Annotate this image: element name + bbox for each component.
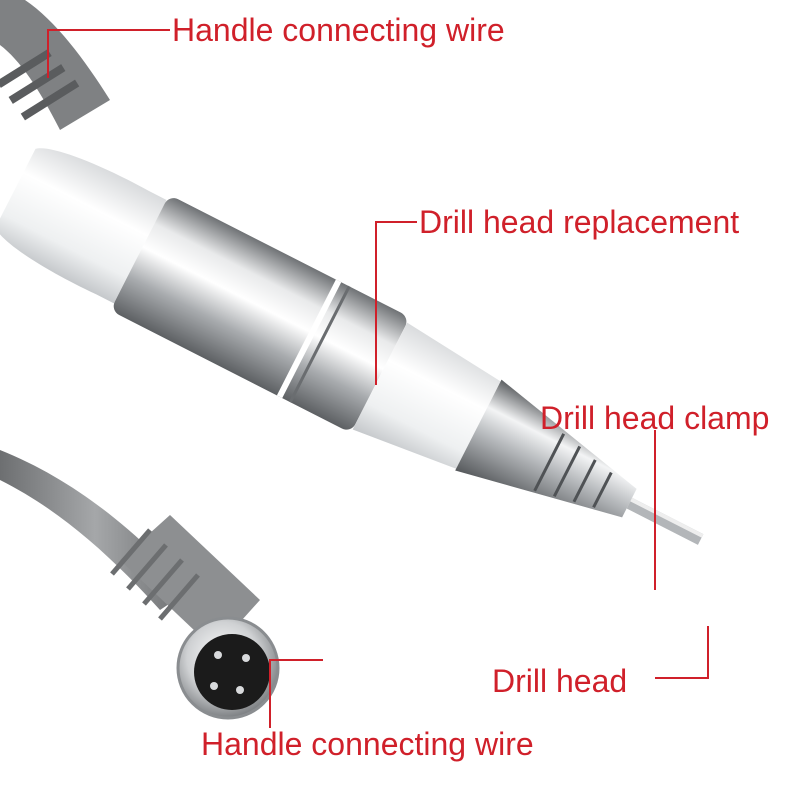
callout-handle-connecting-wire-top: Handle connecting wire — [172, 12, 505, 48]
callout-drill-head-clamp: Drill head clamp — [540, 400, 770, 436]
bottom-cable — [0, 450, 260, 650]
callout-drill-head: Drill head — [492, 663, 628, 699]
drill-head-clamp — [455, 379, 637, 518]
top-cable — [0, 0, 110, 130]
handle-rear-body — [0, 148, 167, 304]
callout-drill-head-replacement: Drill head replacement — [419, 204, 740, 240]
din-plug — [176, 616, 280, 720]
drill-head — [626, 497, 704, 545]
drill-handpiece — [0, 148, 704, 545]
callout-handle-connecting-wire-bottom: Handle connecting wire — [201, 726, 534, 762]
handle-front-body — [352, 322, 501, 469]
callout-lines — [47, 29, 709, 728]
metal-sleeve — [113, 198, 407, 430]
